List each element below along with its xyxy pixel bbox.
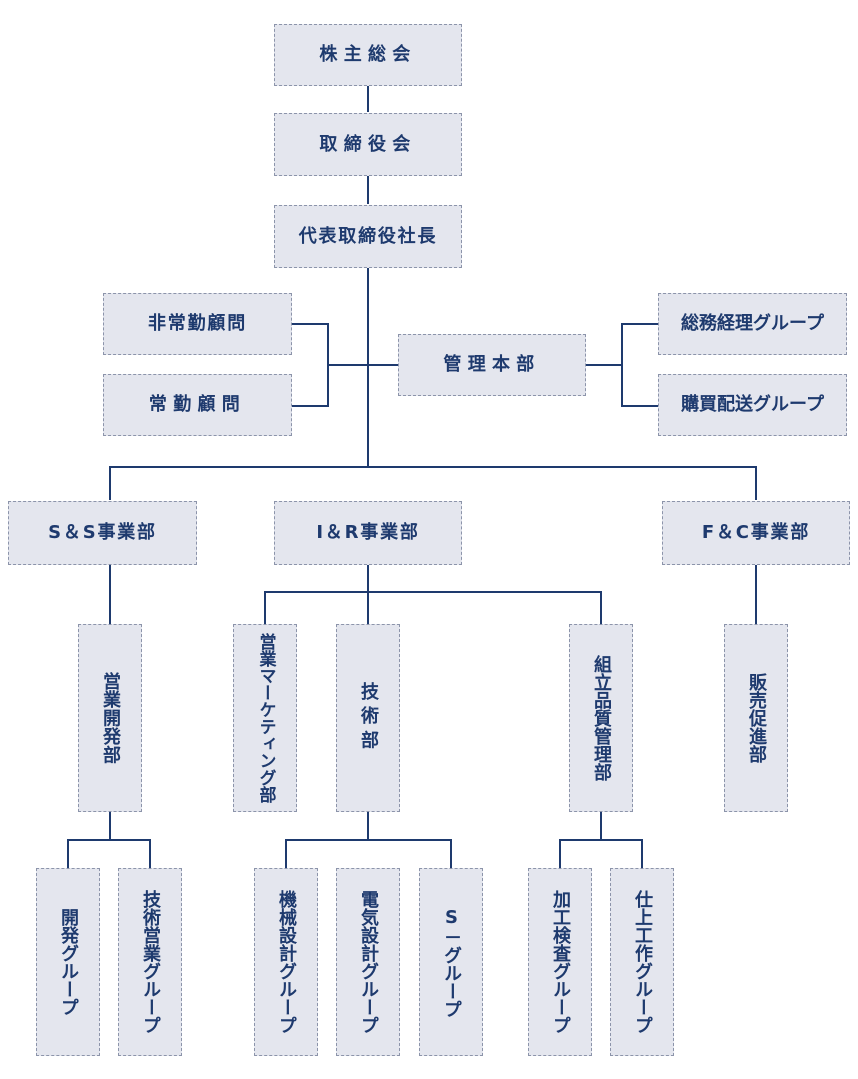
node-board-of-directors: 取締役会 — [274, 113, 462, 176]
node-ir-division: I＆R事業部 — [274, 501, 462, 565]
node-technical-sales-group: 技術営業グループ — [118, 868, 182, 1056]
connector — [285, 839, 452, 868]
node-engineering-dept: 技術部 — [336, 624, 400, 812]
connector — [264, 591, 602, 624]
node-sales-marketing-dept: 営業マーケティング部 — [233, 624, 297, 812]
node-fc-division: F＆C事業部 — [662, 501, 850, 565]
connector — [67, 839, 151, 868]
node-processing-inspection-group: 加工検査グループ — [528, 868, 592, 1056]
connector — [559, 839, 643, 868]
node-mechanical-design-group: 機械設計グループ — [254, 868, 318, 1056]
connector — [621, 323, 658, 407]
node-full-time-advisor: 常勤顧問 — [103, 374, 292, 436]
connector — [109, 466, 757, 500]
connector — [292, 323, 329, 407]
node-general-affairs-group: 総務経理グループ — [658, 293, 847, 355]
node-admin-headquarters: 管理本部 — [398, 334, 586, 396]
node-president: 代表取締役社長 — [274, 205, 462, 268]
node-s-group: S－グループ — [419, 868, 483, 1056]
node-ss-division: S＆S事業部 — [8, 501, 197, 565]
node-shareholders-meeting: 株主総会 — [274, 24, 462, 86]
node-development-group: 開発グループ — [36, 868, 100, 1056]
node-part-time-advisor: 非常勤顧問 — [103, 293, 292, 355]
node-electrical-design-group: 電気設計グループ — [336, 868, 400, 1056]
node-purchasing-group: 購買配送グループ — [658, 374, 847, 436]
node-sales-development-dept: 営業開発部 — [78, 624, 142, 812]
node-assembly-quality-dept: 組立品質管理部 — [569, 624, 633, 812]
node-finishing-work-group: 仕上工作グループ — [610, 868, 674, 1056]
node-sales-promotion-dept: 販売促進部 — [724, 624, 788, 812]
